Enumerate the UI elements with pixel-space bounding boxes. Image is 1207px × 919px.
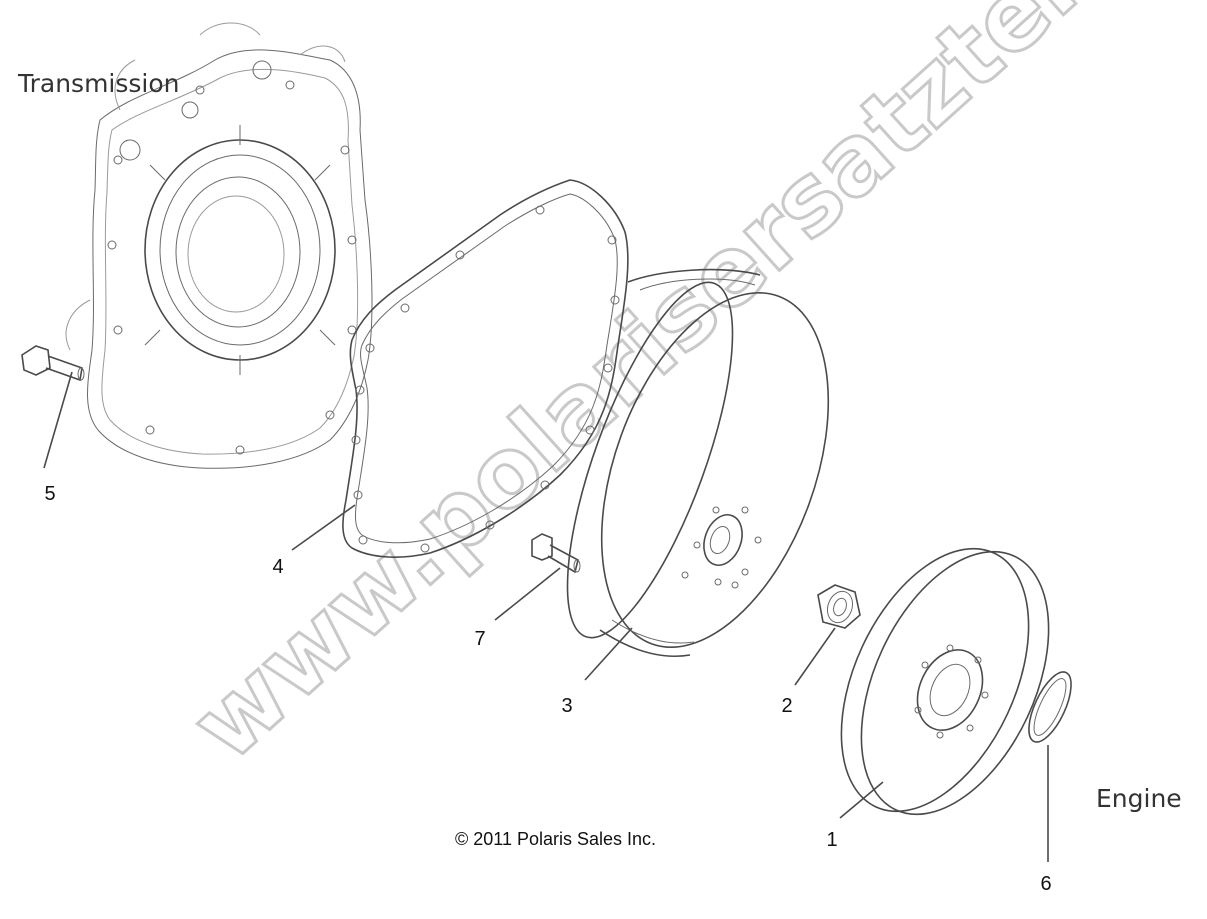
callout-3: 3: [561, 695, 572, 717]
washer-6: [1028, 671, 1072, 743]
callout-4: 4: [272, 556, 283, 578]
bolt-7: [531, 533, 581, 574]
gasket: [342, 179, 629, 558]
callout-1: 1: [826, 829, 837, 851]
transmission-label: Transmission: [17, 69, 180, 98]
drive-flywheel: [566, 268, 830, 658]
engine-plate: [840, 547, 1050, 816]
leader-lines: [43, 371, 1049, 862]
bolt-5: [21, 345, 85, 382]
callout-7: 7: [474, 628, 485, 650]
watermark-text: www.polarisersatzteile.de: [170, 0, 1207, 782]
callout-5: 5: [44, 483, 55, 505]
watermark: www.polarisersatzteile.de: [169, 0, 1207, 784]
transmission-housing: [65, 22, 373, 469]
copyright-text: © 2011 Polaris Sales Inc.: [455, 829, 656, 849]
nut-2: [817, 584, 861, 629]
callout-2: 2: [781, 695, 792, 717]
engine-label: Engine: [1096, 784, 1182, 813]
callout-6: 6: [1040, 873, 1051, 895]
